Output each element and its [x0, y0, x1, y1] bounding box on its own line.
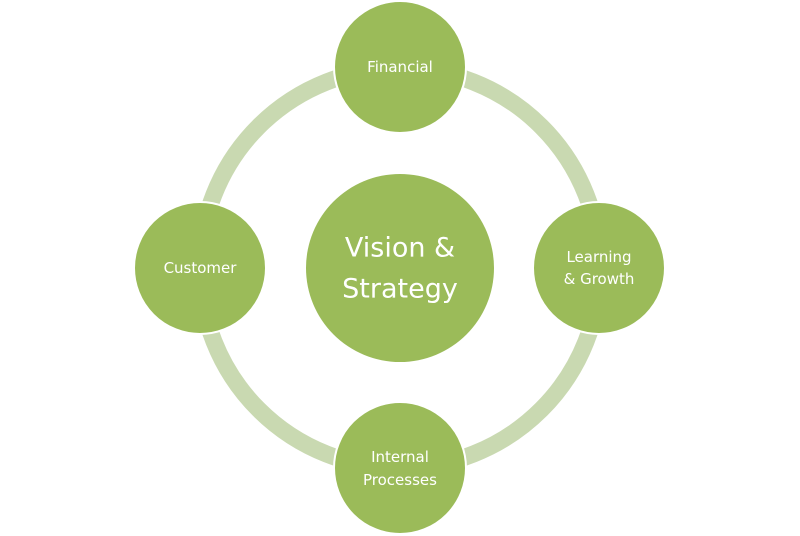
node-financial: Financial [333, 0, 467, 134]
center-circle [306, 174, 494, 362]
node-label-financial: Financial [367, 58, 433, 76]
node-learning-growth: Learning & Growth [532, 201, 666, 335]
node-label-internal-processes-line-1: Internal [371, 448, 429, 466]
center-label-line-2: Strategy [342, 274, 458, 305]
node-label-customer: Customer [164, 259, 238, 277]
node-customer: Customer [133, 201, 267, 335]
node-circle-financial [333, 0, 467, 134]
node-circle-customer [133, 201, 267, 335]
center-node-vision-strategy: Vision & Strategy [306, 174, 494, 362]
node-label-internal-processes-line-2: Processes [363, 471, 437, 489]
node-circle-internal-processes [333, 401, 467, 535]
node-circle-learning-growth [532, 201, 666, 335]
node-internal-processes: Internal Processes [333, 401, 467, 535]
node-label-learning-growth-line-2: & Growth [564, 270, 635, 288]
node-label-learning-growth-line-1: Learning [566, 248, 631, 266]
center-label-line-1: Vision & [345, 233, 455, 264]
